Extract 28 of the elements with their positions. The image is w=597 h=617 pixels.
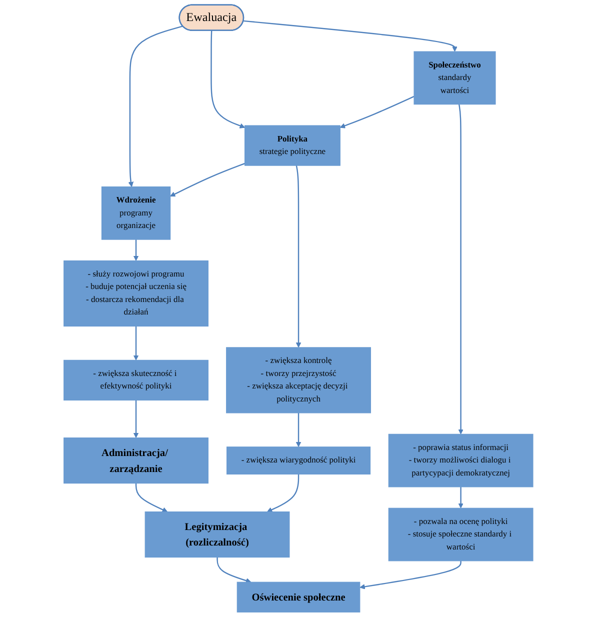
arrow xyxy=(128,26,183,187)
arrow xyxy=(360,560,462,590)
node-box: - służy rozwojowi programu - buduje potencjał uczenia się - dostarcza rekomendacji dla działań xyxy=(64,260,209,327)
arrow xyxy=(296,165,302,348)
arrow xyxy=(133,326,139,360)
node-box: Wdrożenie programy organizacje xyxy=(102,186,171,240)
arrow xyxy=(210,30,246,128)
arrow xyxy=(243,20,458,52)
arrow xyxy=(340,96,414,128)
node-box: - poprawia status informacji - tworzy możliwości dialogu i partycypacji demokratycznej xyxy=(388,434,534,488)
arrow xyxy=(216,557,252,584)
node-box: Społeczeństwo standardy wartości xyxy=(414,51,496,105)
node-box: Administracja/ zarządzanie xyxy=(64,438,209,484)
arrow xyxy=(135,483,168,512)
arrow xyxy=(133,240,139,261)
arrow xyxy=(296,412,302,448)
node-box: Legitymizacja (rozliczalność) xyxy=(144,511,290,558)
arrow xyxy=(458,486,464,508)
arrow xyxy=(458,104,464,434)
node-box: - zwiększa kontrolę - tworzy przejrzystość - zwiększa akceptację decyzji politycznych xyxy=(226,347,372,414)
node-box: - pozwala na ocenę polityki - stosuje społeczne standardy i wartości xyxy=(388,508,534,562)
node-box: - zwiększa wiarygodność polityki xyxy=(226,446,371,474)
node-box: Polityka strategie polityczne xyxy=(244,125,341,166)
arrow xyxy=(133,400,139,438)
arrow xyxy=(170,162,246,197)
node-box: Oświecenie społeczne xyxy=(236,582,360,612)
arrow xyxy=(267,474,300,512)
node-box: - zwiększa skuteczność i efektywność polityki xyxy=(64,360,209,400)
